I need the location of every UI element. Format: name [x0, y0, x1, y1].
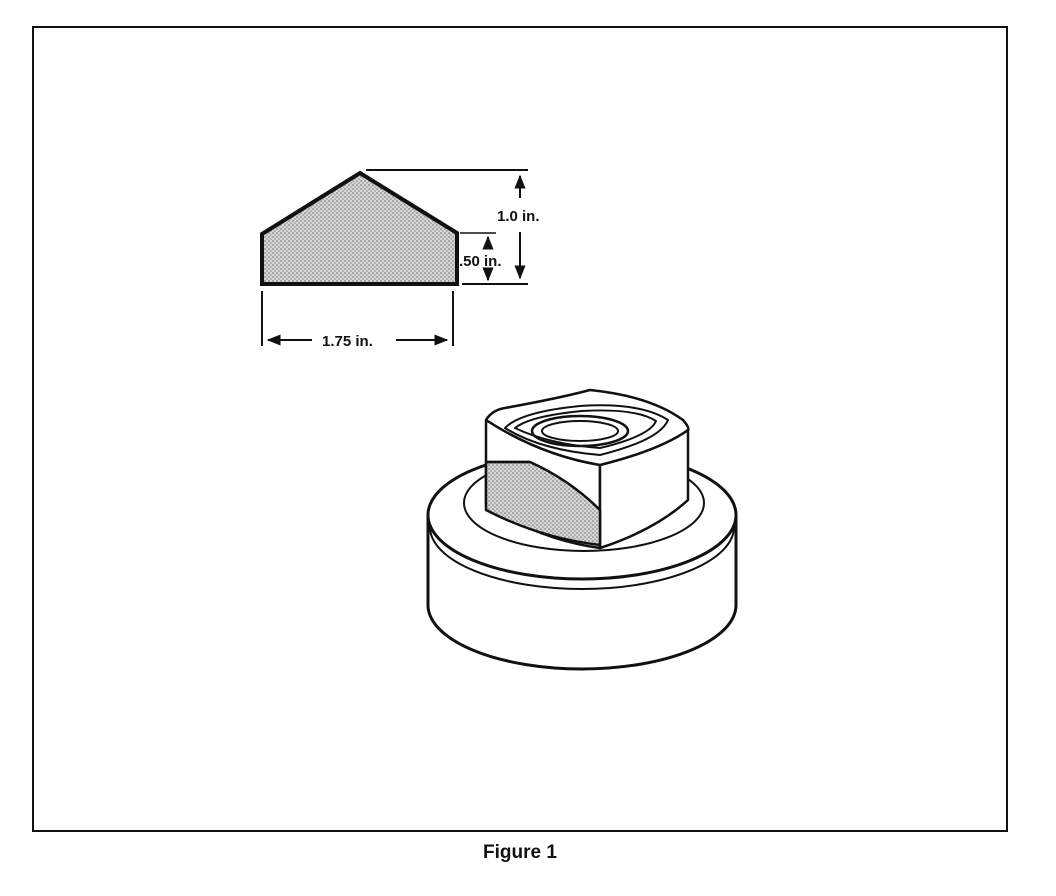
width-label: 1.75 in. — [322, 333, 373, 350]
block-top-ring-outer — [504, 404, 669, 456]
cross-section-profile: 1.0 in. .50 in. 1.75 in. — [260, 169, 540, 350]
total-height-label: 1.0 in. — [497, 208, 540, 225]
side-height-dimension: .50 in. — [459, 232, 502, 282]
width-dimension: 1.75 in. — [261, 291, 454, 350]
profile-shape — [260, 170, 459, 286]
block-top-ring-core — [541, 420, 619, 442]
cutaway-section — [484, 460, 602, 547]
figure-caption: Figure 1 — [483, 842, 557, 863]
figure-frame — [32, 26, 1008, 832]
block-top-ring-inner — [530, 414, 630, 448]
isometric-object — [426, 388, 738, 671]
side-height-label: .50 in. — [459, 253, 502, 270]
base-chamfer-line — [429, 526, 735, 590]
total-height-dimension: 1.0 in. — [366, 169, 540, 285]
block-top-ring-middle — [514, 409, 657, 449]
